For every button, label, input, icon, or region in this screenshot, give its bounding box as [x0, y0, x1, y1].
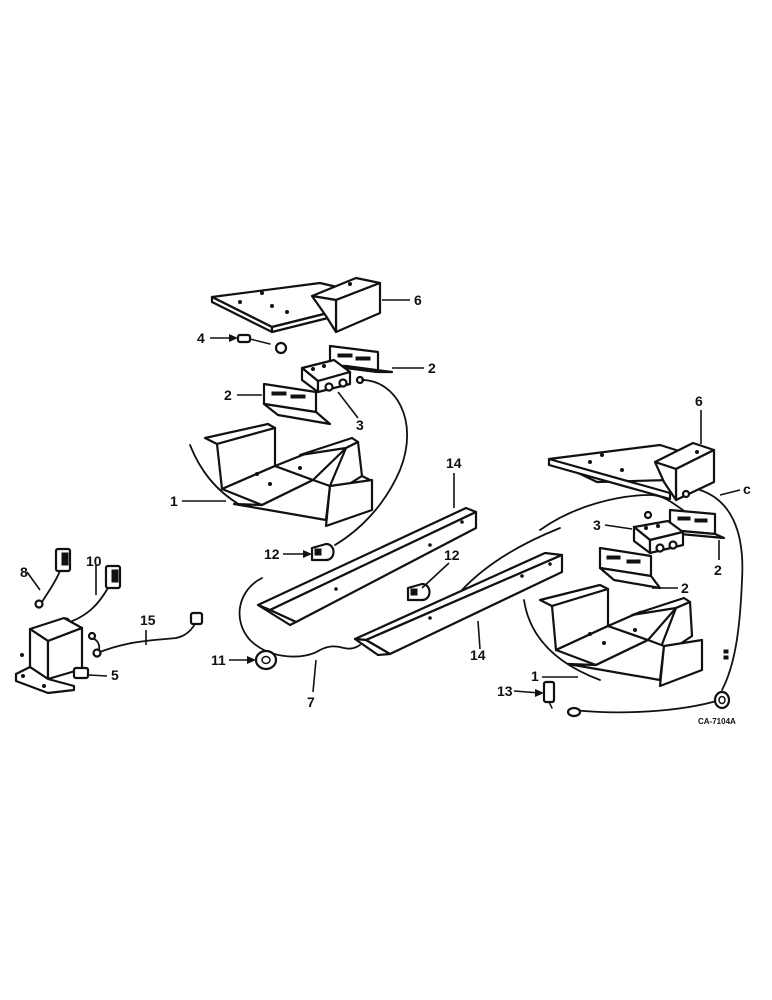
- callout-13: 13: [497, 683, 513, 699]
- callout-14-lower: 14: [470, 647, 486, 663]
- callout-3-left: 3: [356, 417, 364, 433]
- drawing-code: CA-7104A: [698, 717, 736, 726]
- cable-clip-center: [406, 582, 431, 602]
- callout-11: 11: [211, 652, 226, 668]
- callout-2-right: 2: [681, 580, 689, 596]
- callout-2-left: 2: [224, 387, 232, 403]
- cradle-right: [538, 583, 704, 688]
- relay-block-right: [632, 510, 685, 555]
- callout-6-left: 6: [414, 292, 422, 308]
- l-bracket-left-b: [262, 382, 332, 426]
- terminal: [542, 680, 582, 718]
- callout-5: 5: [111, 667, 119, 683]
- angle-strip-upper: [256, 506, 478, 627]
- cradle-left: [203, 422, 374, 528]
- callout-2-right-side: 2: [714, 562, 722, 578]
- callout-3-right: 3: [593, 517, 601, 533]
- relay-block-left: [300, 358, 365, 394]
- callout-2-upper: 2: [428, 360, 436, 376]
- cable-clip-left: [310, 542, 335, 562]
- callout-c-right: c: [743, 481, 751, 497]
- callout-6-right: 6: [695, 393, 703, 409]
- connector-right: [713, 649, 731, 710]
- mounting-plate-left: [210, 276, 382, 334]
- callout-1-right: 1: [531, 668, 539, 684]
- callout-8: 8: [20, 564, 28, 580]
- l-bracket-right-b: [598, 546, 662, 590]
- mounting-plate-right: [547, 441, 716, 502]
- callout-1-left: 1: [170, 493, 178, 509]
- callout-12-left: 12: [264, 546, 280, 562]
- callout-7: 7: [307, 694, 315, 710]
- lead-wire: [87, 611, 204, 658]
- callout-10: 10: [86, 553, 102, 569]
- grommet: [254, 649, 278, 671]
- callout-12-center: 12: [444, 547, 460, 563]
- bolt-left: [236, 333, 288, 355]
- regulator: [14, 616, 90, 695]
- callout-15: 15: [140, 612, 156, 628]
- callout-14-upper: 14: [446, 455, 462, 471]
- angle-strip-lower: [353, 551, 564, 657]
- callout-4: 4: [197, 330, 205, 346]
- connector-plug-10: [61, 564, 122, 627]
- connector-plug-8: [34, 547, 72, 609]
